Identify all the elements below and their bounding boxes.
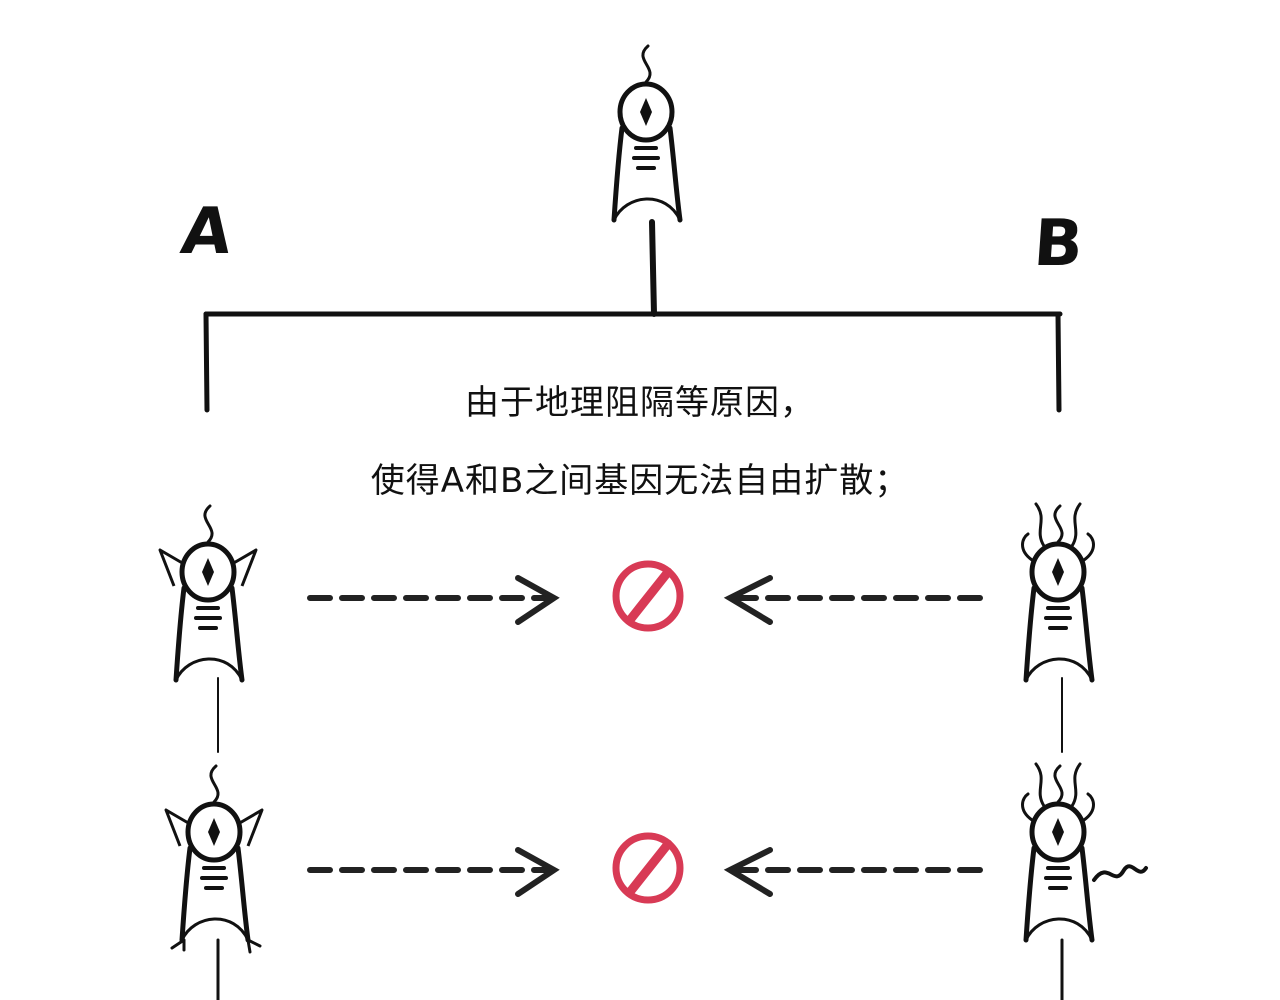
no-entry-icon [612,560,684,632]
gene-flow-arrow-left-row2 [307,847,560,897]
phylogeny-lines [203,219,1064,1000]
population-b-creature-icon [1021,502,1095,680]
population-b-descendant-creature-icon [1021,762,1148,940]
gene-flow-arrow-left-row1 [307,575,560,625]
ancestor-creature-icon [614,46,680,220]
gene-flow-arrow-right-row2 [723,847,983,897]
gene-flow-arrow-right-row1 [723,575,983,625]
branch-label-b: B [1031,207,1086,281]
no-entry-icon [612,832,684,904]
caption-line-1: 由于地理阻隔等原因， [465,383,815,423]
population-a-creature-icon [158,506,258,680]
caption-line-2: 使得A和B之间基因无法自由扩散； [370,461,910,501]
population-a-descendant-creature-icon [164,766,264,954]
branch-label-a: A [176,195,237,269]
